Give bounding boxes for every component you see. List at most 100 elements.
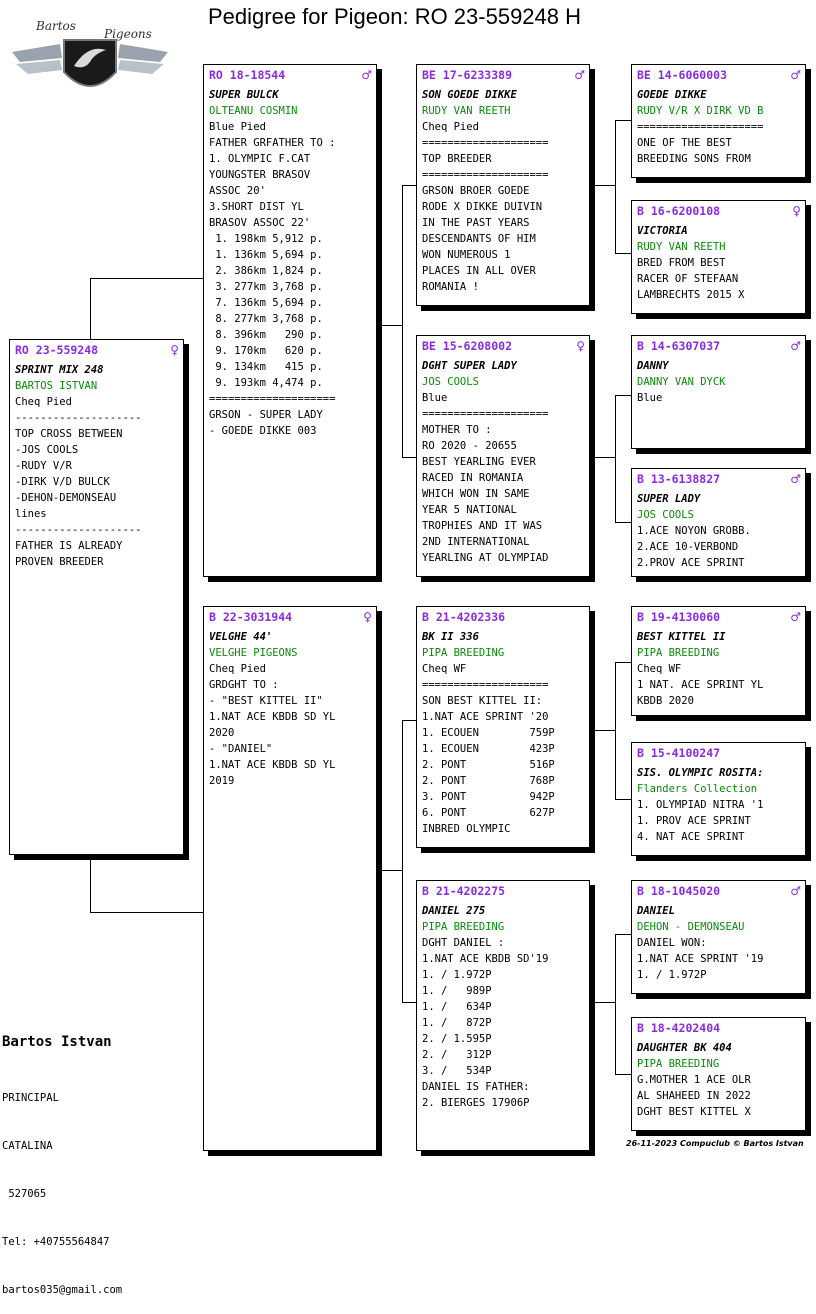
card-header: B 14-6307037 ♂	[637, 338, 801, 354]
pigeon-name: GOEDE DIKKE	[637, 89, 707, 101]
info-line: --------------------	[15, 412, 142, 424]
sex-icon: ♂	[574, 68, 585, 82]
owner-name: JOS COOLS	[422, 376, 479, 388]
info-line: Cheq WF	[422, 663, 467, 675]
ring-number: B 14-6307037	[637, 339, 721, 353]
info-line: -DEHON-DEMONSEAU	[15, 492, 117, 504]
info-line: 2. 386km 1,824 p.	[209, 265, 323, 277]
info-line: 2019	[209, 775, 235, 787]
info-line: 3. PONT 942P	[422, 791, 555, 803]
info-line: -DIRK V/D BULCK	[15, 476, 110, 488]
info-line: Cheq Pied	[422, 121, 479, 133]
info-line: lines	[15, 508, 47, 520]
info-line: ====================	[637, 121, 764, 133]
ring-number: B 19-4130060	[637, 610, 721, 624]
info-line: INBRED OLYMPIC	[422, 823, 511, 835]
info-line: ASSOC 20'	[209, 185, 266, 197]
info-line: DGHT BEST KITTEL X	[637, 1106, 751, 1118]
info-line: DGHT DANIEL :	[422, 937, 505, 949]
owner-name: PIPA BREEDING	[637, 1058, 720, 1070]
info-line: 1.NAT ACE KBDB SD YL	[209, 711, 336, 723]
info-line: 2020	[209, 727, 235, 739]
owner-name: RUDY V/R X DIRK VD B	[637, 105, 764, 117]
ring-number: BE 17-6233389	[422, 68, 513, 82]
info-line: FATHER GRFATHER TO :	[209, 137, 336, 149]
pigeon-name: SIS. OLYMPIC ROSITA:	[637, 767, 764, 779]
owner-name: RUDY VAN REETH	[422, 105, 511, 117]
info-line: -RUDY V/R	[15, 460, 72, 472]
info-line: ====================	[422, 679, 549, 691]
info-line: 6. PONT 627P	[422, 807, 555, 819]
info-line: BRASOV ASSOC 22'	[209, 217, 311, 229]
info-line: Cheq Pied	[15, 396, 72, 408]
info-line: 1 NAT. ACE SPRINT YL	[637, 679, 764, 691]
info-line: GRSON BROER GOEDE	[422, 185, 530, 197]
info-line: 1. ECOUEN 423P	[422, 743, 555, 755]
info-line: 1.NAT ACE KBDB SD YL	[209, 759, 336, 771]
sex-icon: ♂	[361, 68, 372, 82]
svg-text:Bartos: Bartos	[35, 19, 76, 33]
svg-text:Pigeons: Pigeons	[103, 27, 152, 41]
info-line: YEARLING AT OLYMPIAD	[422, 552, 549, 564]
breeder-contact-line: 527065	[2, 1188, 47, 1200]
info-line: 1. 198km 5,912 p.	[209, 233, 323, 245]
ring-number: BE 14-6060003	[637, 68, 728, 82]
info-line: Cheq Pied	[209, 663, 266, 675]
info-line: 3. 277km 3,768 p.	[209, 281, 323, 293]
info-line: 1. OLYMPIC F.CAT	[209, 153, 311, 165]
info-line: RO 2020 - 20655	[422, 440, 517, 452]
ring-number: B 18-4202404	[637, 1021, 721, 1035]
pigeon-name: VICTORIA	[637, 225, 688, 237]
info-line: BEST YEARLING EVER	[422, 456, 536, 468]
info-line: IN THE PAST YEARS	[422, 217, 530, 229]
breeder-name: Bartos Istvan	[2, 1034, 112, 1050]
card-header: B 13-6138827♂	[637, 471, 801, 487]
sex-icon: ♀	[363, 610, 372, 624]
owner-name: DEHON - DEMONSEAU	[637, 921, 745, 933]
pigeon-name: VELGHE 44'	[209, 631, 273, 643]
info-line: 8. 277km 3,768 p.	[209, 313, 323, 325]
info-line: BREEDING SONS FROM	[637, 153, 751, 165]
info-line: Blue Pied	[209, 121, 266, 133]
breeder-contact-line: bartos035@gmail.com	[2, 1284, 123, 1296]
info-line: 1. ECOUEN 759P	[422, 727, 555, 739]
info-line: 8. 396km 290 p.	[209, 329, 323, 341]
info-line: ====================	[422, 169, 549, 181]
info-line: 9. 134km 415 p.	[209, 361, 323, 373]
info-line: LAMBRECHTS 2015 X	[637, 289, 745, 301]
ring-number: B 21-4202336	[422, 610, 506, 624]
info-line: GRSON - SUPER LADY	[209, 409, 323, 421]
sex-icon: ♀	[792, 204, 801, 218]
info-line: DANIEL IS FATHER:	[422, 1081, 530, 1093]
ring-number: BE 15-6208002	[422, 339, 513, 353]
info-line: - "BEST KITTEL II"	[209, 695, 323, 707]
ring-number: RO 23-559248	[15, 343, 99, 357]
pigeon-name: SPRINT MIX 248	[15, 364, 104, 376]
pigeon-name: SON GOEDE DIKKE	[422, 89, 517, 101]
bartos-pigeons-logo: Bartos Pigeons	[10, 14, 170, 104]
breeder-contact-line: Tel: +40755564847	[2, 1236, 110, 1248]
info-line: KBDB 2020	[637, 695, 694, 707]
info-line: 1.NAT ACE SPRINT '20	[422, 711, 549, 723]
info-line: 1.NAT ACE SPRINT '19	[637, 953, 764, 965]
info-line: 3.SHORT DIST YL	[209, 201, 304, 213]
sex-icon: ♂	[790, 339, 801, 353]
owner-name: PIPA BREEDING	[422, 647, 505, 659]
sex-icon: ♂	[790, 472, 801, 486]
info-line: PROVEN BREEDER	[15, 556, 104, 568]
sex-icon: ♀	[576, 339, 585, 353]
info-line: ROMANIA !	[422, 281, 479, 293]
credits: 26-11-2023 Compuclub © Bartos Istvan	[626, 1139, 804, 1148]
sex-icon: ♂	[790, 68, 801, 82]
info-line: WHICH WON IN SAME	[422, 488, 530, 500]
owner-name: OLTEANU COSMIN	[209, 105, 298, 117]
card-header: B 15-4100247	[637, 745, 801, 761]
info-line: TOP CROSS BETWEEN	[15, 428, 123, 440]
info-line: GRDGHT TO :	[209, 679, 279, 691]
info-line: AL SHAHEED IN 2022	[637, 1090, 751, 1102]
